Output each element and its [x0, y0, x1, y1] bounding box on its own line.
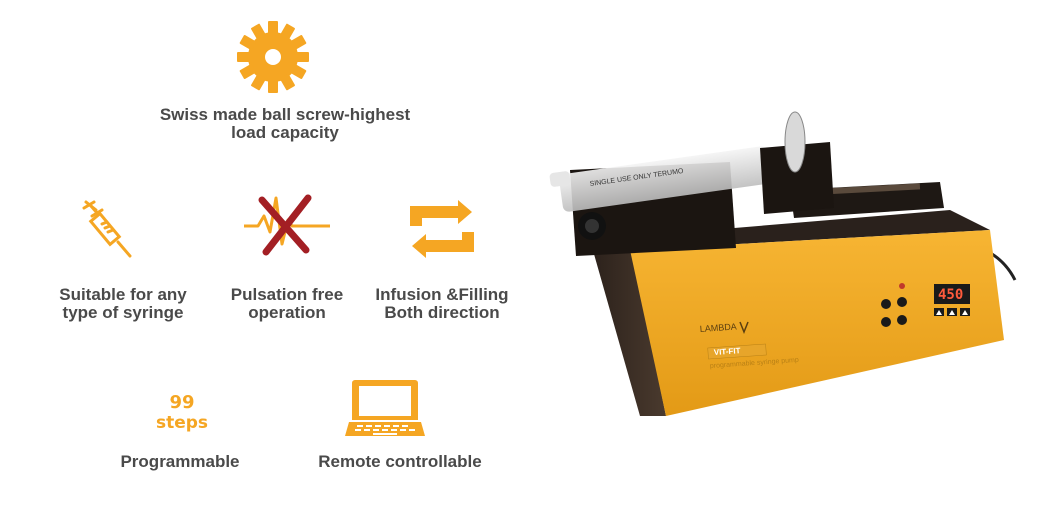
- feature-remote-label: Remote controllable: [318, 452, 482, 471]
- plunger-block: [760, 142, 834, 214]
- arrow-buttons: [934, 308, 970, 316]
- laptop-icon: [345, 380, 425, 436]
- control-button[interactable]: [881, 317, 891, 327]
- syringe-pump-device: SINGLE USE ONLY TERUMO LAMBDA VIT-FIT pr…: [549, 111, 1017, 416]
- device-model: VIT-FIT: [714, 346, 741, 357]
- feature-pulsation-label: Pulsation free operation: [230, 285, 344, 322]
- feature-syringe-label: Suitable for any type of syringe: [59, 285, 187, 322]
- feature-ball-screw-label: Swiss made ball screw-highest load capac…: [159, 105, 411, 142]
- control-button[interactable]: [897, 315, 907, 325]
- led-display: [934, 284, 970, 304]
- feature-direction-label: Infusion &Filling Both direction: [375, 285, 509, 322]
- lambda-logo-icon: [739, 321, 749, 335]
- control-button[interactable]: [897, 297, 907, 307]
- device-front-panel: [630, 230, 1004, 416]
- device-side-panel: [590, 240, 666, 416]
- status-led: [899, 283, 905, 289]
- steps-number: 99: [169, 392, 195, 413]
- steps-icon: 99 steps: [150, 392, 214, 434]
- control-buttons: [881, 283, 907, 327]
- led-display-value: 450: [938, 287, 963, 303]
- control-button[interactable]: [881, 299, 891, 309]
- arrows-exchange-icon: [410, 200, 474, 258]
- steps-word: steps: [155, 413, 209, 433]
- plunger-disc: [784, 111, 806, 173]
- syringe-icon: [82, 200, 132, 258]
- feature-programmable-label: Programmable: [120, 452, 240, 471]
- gear-icon: [237, 21, 309, 93]
- device-brand: LAMBDA: [699, 321, 737, 334]
- pulse-crossed-icon: [244, 194, 330, 256]
